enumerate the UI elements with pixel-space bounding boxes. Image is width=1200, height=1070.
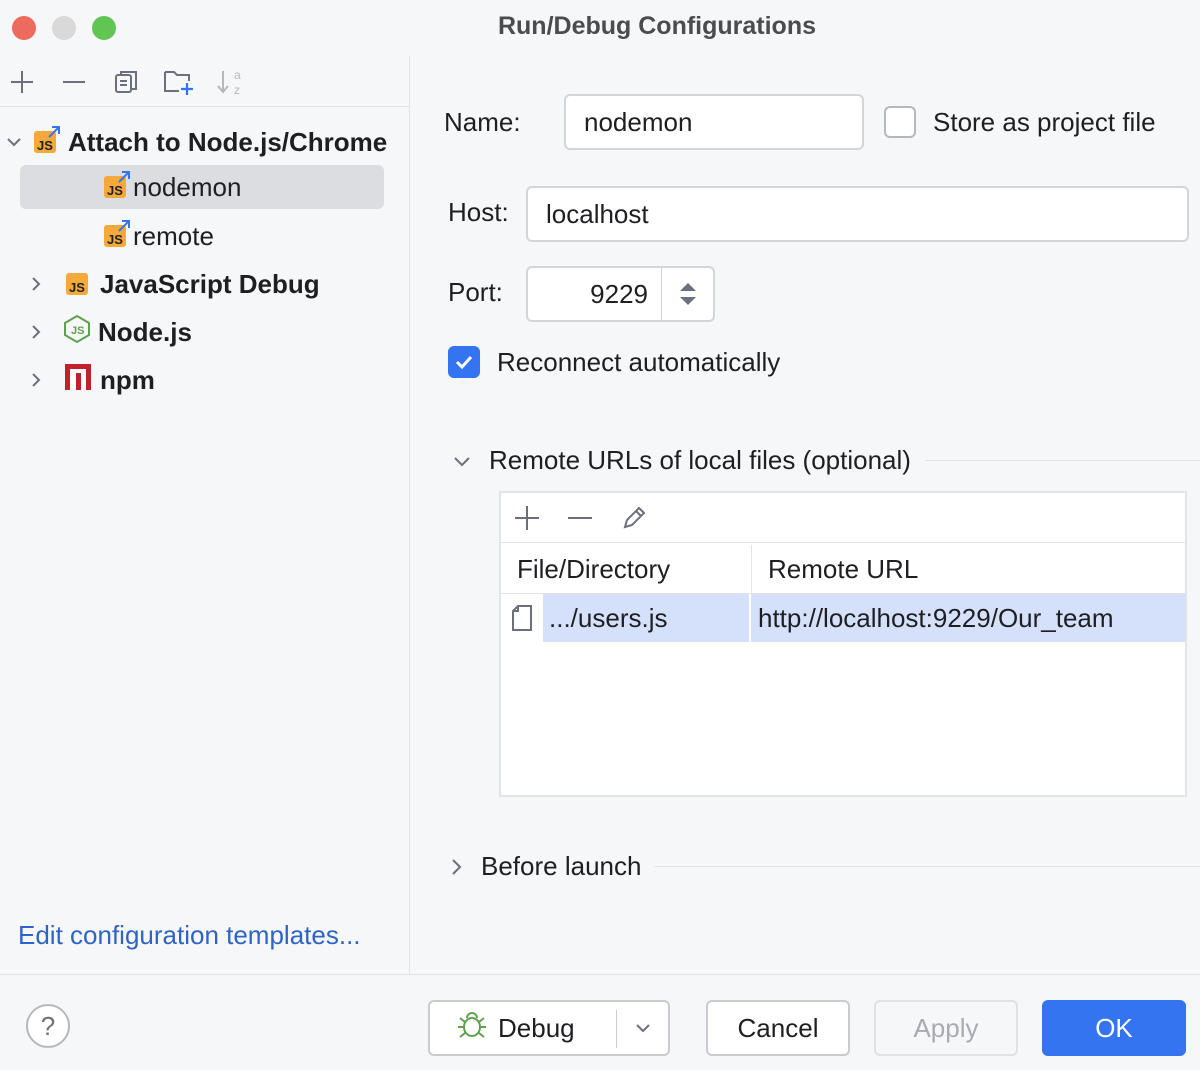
tree-item-label: nodemon	[133, 171, 242, 202]
tree-item-label: remote	[133, 220, 214, 251]
configurations-sidebar	[0, 56, 410, 974]
checkmark-icon	[455, 355, 473, 370]
column-header-file[interactable]: File/Directory	[517, 553, 671, 584]
store-as-project-file-checkbox[interactable]	[884, 106, 916, 138]
chevron-right-icon[interactable]	[26, 324, 46, 340]
chevron-right-icon[interactable]	[447, 857, 469, 877]
column-divider	[751, 545, 752, 593]
port-label: Port:	[448, 277, 503, 307]
host-field[interactable]: localhost	[526, 186, 1189, 242]
maximize-window-button[interactable]	[92, 16, 116, 40]
npm-icon	[64, 363, 92, 398]
remote-urls-section-header[interactable]: Remote URLs of local files (optional)	[452, 445, 1200, 476]
table-row[interactable]: .../users.js http://localhost:9229/Our_t…	[501, 594, 1185, 642]
remote-urls-table	[499, 491, 1187, 797]
remote-urls-title: Remote URLs of local files (optional)	[489, 445, 911, 475]
reconnect-automatically-checkbox[interactable]	[448, 346, 480, 378]
tree-group-attach-node[interactable]: JS Attach to Node.js/Chrome	[4, 120, 409, 164]
cell-remote-url[interactable]: http://localhost:9229/Our_team	[751, 594, 1185, 642]
edit-configuration-templates-link[interactable]: Edit configuration templates...	[18, 920, 361, 950]
tree-item-nodemon[interactable]: JS nodemon	[20, 165, 384, 209]
svg-text:z: z	[234, 83, 240, 97]
store-as-project-file-label: Store as project file	[933, 107, 1156, 137]
column-header-remote-url[interactable]: Remote URL	[768, 553, 919, 584]
remove-icon[interactable]	[563, 502, 597, 534]
before-launch-section-header[interactable]: Before launch	[447, 851, 1200, 882]
remove-icon[interactable]	[58, 66, 90, 98]
tree-group-npm[interactable]: npm	[26, 358, 406, 402]
cell-file[interactable]: .../users.js	[543, 594, 749, 642]
before-launch-title: Before launch	[481, 851, 642, 881]
port-stepper[interactable]: 9229	[526, 266, 715, 322]
chevron-down-icon[interactable]	[617, 1002, 668, 1054]
tree-group-javascript-debug[interactable]: JS JavaScript Debug	[26, 262, 406, 306]
js-attach-icon: JS	[104, 220, 130, 247]
js-attach-icon: JS	[104, 171, 130, 198]
debug-label: Debug	[498, 1012, 575, 1043]
copy-icon[interactable]	[110, 66, 142, 98]
tree-item-remote[interactable]: JS remote	[20, 214, 384, 258]
add-icon[interactable]	[6, 66, 38, 98]
new-folder-icon[interactable]	[162, 66, 196, 98]
nodejs-icon: JS	[62, 314, 92, 351]
chevron-down-icon[interactable]	[4, 134, 24, 150]
name-label: Name:	[444, 107, 521, 137]
ok-button[interactable]: OK	[1042, 1000, 1186, 1056]
svg-text:JS: JS	[71, 325, 84, 337]
header-divider	[501, 593, 1185, 594]
tree-group-label: npm	[100, 364, 155, 395]
tree-group-label: JavaScript Debug	[100, 268, 320, 299]
debug-button[interactable]: Debug	[428, 1000, 670, 1056]
edit-pencil-icon[interactable]	[617, 502, 651, 534]
svg-text:a: a	[234, 68, 241, 82]
file-icon	[501, 594, 543, 642]
stepper-arrows-icon[interactable]	[662, 280, 713, 308]
footer-divider	[0, 974, 1200, 975]
tree-group-label: Attach to Node.js/Chrome	[68, 126, 388, 157]
apply-button[interactable]: Apply	[874, 1000, 1018, 1056]
minimize-window-button[interactable]	[52, 16, 76, 40]
cancel-button[interactable]: Cancel	[706, 1000, 850, 1056]
tree-group-nodejs[interactable]: JS Node.js	[26, 310, 406, 354]
table-toolbar-divider	[501, 542, 1185, 543]
toolbar-divider	[0, 106, 409, 107]
close-window-button[interactable]	[12, 16, 36, 40]
chevron-right-icon[interactable]	[26, 372, 46, 388]
port-value[interactable]: 9229	[590, 278, 648, 309]
host-label: Host:	[448, 197, 509, 227]
tree-group-label: Node.js	[98, 316, 192, 347]
add-icon[interactable]	[510, 502, 544, 534]
title-bar: Run/Debug Configurations	[0, 0, 1200, 56]
help-button[interactable]: ?	[26, 1004, 70, 1048]
chevron-right-icon[interactable]	[26, 276, 46, 292]
js-attach-icon: JS	[34, 126, 60, 153]
js-icon: JS	[66, 273, 88, 295]
window-title: Run/Debug Configurations	[497, 12, 817, 40]
reconnect-automatically-label: Reconnect automatically	[497, 347, 781, 377]
chevron-down-icon[interactable]	[452, 451, 476, 471]
name-field[interactable]: nodemon	[564, 94, 864, 150]
bug-icon	[456, 1010, 488, 1047]
